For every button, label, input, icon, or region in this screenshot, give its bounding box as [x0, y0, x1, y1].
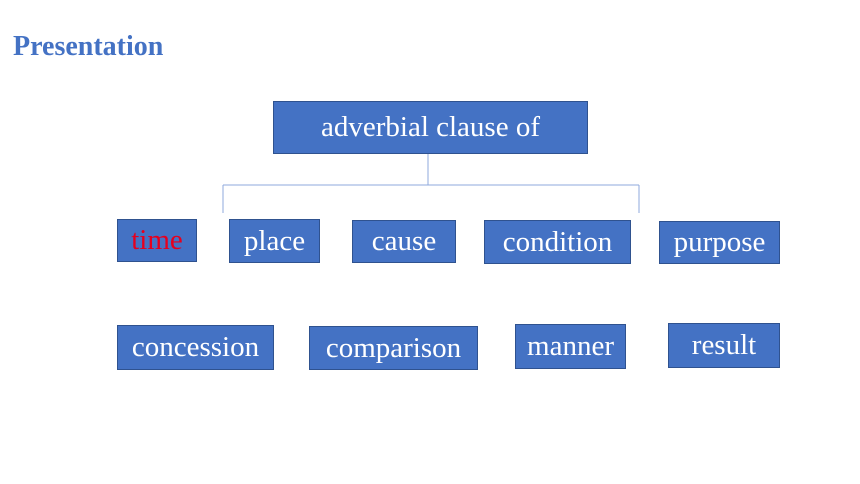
node-purpose: purpose — [659, 221, 780, 264]
node-place: place — [229, 219, 320, 263]
node-comparison: comparison — [309, 326, 478, 370]
node-concession: concession — [117, 325, 274, 370]
node-condition: condition — [484, 220, 631, 264]
node-cause: cause — [352, 220, 456, 263]
node-manner: manner — [515, 324, 626, 369]
node-time: time — [117, 219, 197, 262]
node-result: result — [668, 323, 780, 368]
page-title: Presentation — [13, 31, 164, 62]
node-adverbial-clause-of: adverbial clause of — [273, 101, 588, 154]
